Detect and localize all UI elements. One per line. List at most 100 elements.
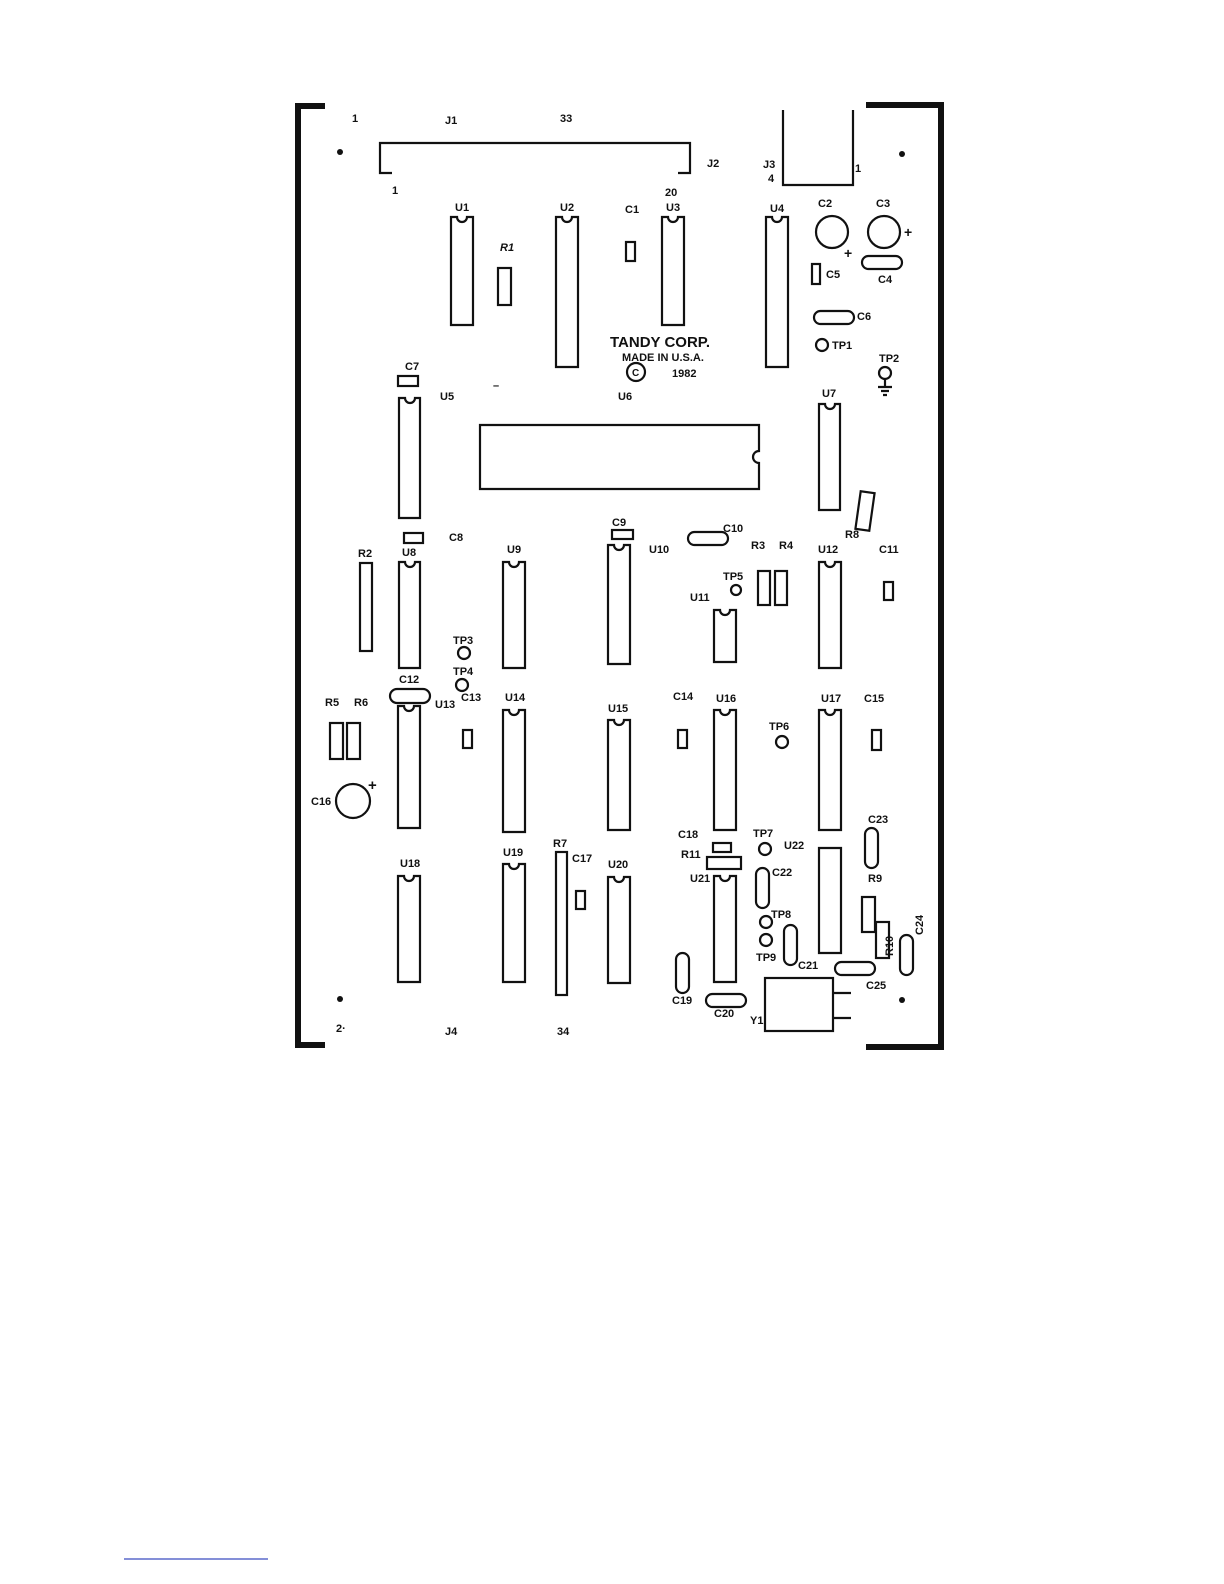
label-tp8: TP8 — [771, 909, 791, 921]
label-c3-plus: + — [904, 224, 912, 240]
chip-u6 — [478, 423, 761, 491]
res-r7 — [554, 850, 569, 997]
label-c9: C9 — [612, 517, 626, 529]
label-c25: C25 — [866, 980, 886, 992]
label-u19: U19 — [503, 847, 523, 859]
label-u20: U20 — [608, 859, 628, 871]
res-r10 — [874, 920, 891, 960]
label-c2: C2 — [818, 198, 832, 210]
label-r2: R2 — [358, 548, 372, 560]
label-u8: U8 — [402, 547, 416, 559]
board-frame — [295, 102, 944, 1050]
cap-c25 — [833, 960, 877, 977]
label-u12: U12 — [818, 544, 838, 556]
cap-c20 — [704, 992, 748, 1009]
label-j1: J1 — [445, 115, 457, 127]
cap-c21 — [782, 923, 799, 967]
copyright-ring — [625, 361, 647, 383]
cap-c11 — [882, 580, 895, 602]
label-r8: R8 — [845, 529, 859, 541]
label-dash: – — [493, 380, 499, 392]
label-r7: R7 — [553, 838, 567, 850]
res-r6 — [345, 721, 362, 761]
cap-c5 — [810, 262, 822, 286]
label-c15: C15 — [864, 693, 884, 705]
chip-u15 — [606, 718, 632, 832]
tp9 — [758, 932, 774, 948]
label-r4: R4 — [779, 540, 794, 552]
cap-c8 — [402, 531, 425, 545]
chip-u18 — [396, 874, 422, 984]
label-r10: R10 — [884, 936, 896, 956]
chip-u2 — [554, 215, 580, 369]
ic-packages — [396, 215, 843, 985]
label-y1: Y1 — [750, 1015, 763, 1027]
label-r9: R9 — [868, 873, 882, 885]
chip-u11 — [712, 608, 738, 664]
reference-labels: 1 J1 33 J2 J3 4 1 1 20 U1 U2 C1 U3 U4 C2… — [311, 113, 926, 1038]
label-c3: C3 — [876, 198, 890, 210]
label-u7: U7 — [822, 388, 836, 400]
label-u16: U16 — [716, 693, 736, 705]
label-pin33: 33 — [560, 113, 572, 125]
label-c10: C10 — [723, 523, 743, 535]
cap-c24 — [898, 933, 915, 977]
chip-u1 — [449, 215, 475, 327]
label-c13: C13 — [461, 692, 481, 704]
tp3 — [456, 645, 472, 661]
label-j3: J3 — [763, 159, 775, 171]
board-maker: TANDY CORP. — [610, 334, 710, 351]
electrolytic-capacitors — [334, 214, 902, 820]
label-pin1-j2: 1 — [392, 185, 398, 197]
oval-capacitors — [388, 254, 915, 1009]
label-tp5: TP5 — [723, 571, 743, 583]
label-c18: C18 — [678, 829, 698, 841]
cap-c3 — [866, 214, 902, 250]
label-u3: U3 — [666, 202, 680, 214]
label-u15: U15 — [608, 703, 628, 715]
label-u17: U17 — [821, 693, 841, 705]
chip-u20 — [606, 875, 632, 985]
label-pin34: 34 — [557, 1026, 570, 1038]
label-tp4: TP4 — [453, 666, 474, 678]
cap-c23 — [863, 826, 880, 870]
label-j2: J2 — [707, 158, 719, 170]
res-r9 — [860, 895, 877, 934]
label-u21: U21 — [690, 873, 710, 885]
tp8 — [758, 914, 774, 930]
label-c21: C21 — [798, 960, 818, 972]
label-pin20: 20 — [665, 187, 677, 199]
cap-c15 — [870, 728, 883, 752]
label-c16-plus: + — [368, 777, 377, 794]
label-c2-plus: + — [844, 245, 852, 261]
chip-u22 — [817, 846, 843, 955]
label-u9: U9 — [507, 544, 521, 556]
chip-u19 — [501, 862, 527, 984]
label-c14: C14 — [673, 691, 694, 703]
cap-c9 — [610, 528, 635, 541]
cap-c16 — [334, 782, 372, 820]
chip-u13 — [396, 704, 422, 830]
chip-u16 — [712, 708, 738, 832]
res-r2 — [358, 561, 374, 653]
label-c8: C8 — [449, 532, 463, 544]
tp5 — [729, 583, 743, 597]
test-points — [454, 337, 893, 948]
label-u10: U10 — [649, 544, 669, 556]
label-u1: U1 — [455, 202, 469, 214]
chip-u10 — [606, 543, 632, 666]
crystal-y1 — [763, 976, 835, 1033]
res-r1 — [496, 266, 513, 307]
connector-j3-outline — [781, 110, 855, 187]
label-r3: R3 — [751, 540, 765, 552]
board-made-in: MADE IN U.S.A. — [622, 352, 704, 364]
label-c6: C6 — [857, 311, 871, 323]
cap-c6 — [812, 309, 856, 326]
crystal-y1-leads — [833, 991, 851, 1020]
res-r4 — [773, 569, 789, 607]
chip-u12 — [817, 560, 843, 670]
ground-symbol — [878, 379, 892, 397]
label-c16: C16 — [311, 796, 331, 808]
small-components — [328, 240, 895, 1033]
chip-u7 — [817, 402, 842, 512]
